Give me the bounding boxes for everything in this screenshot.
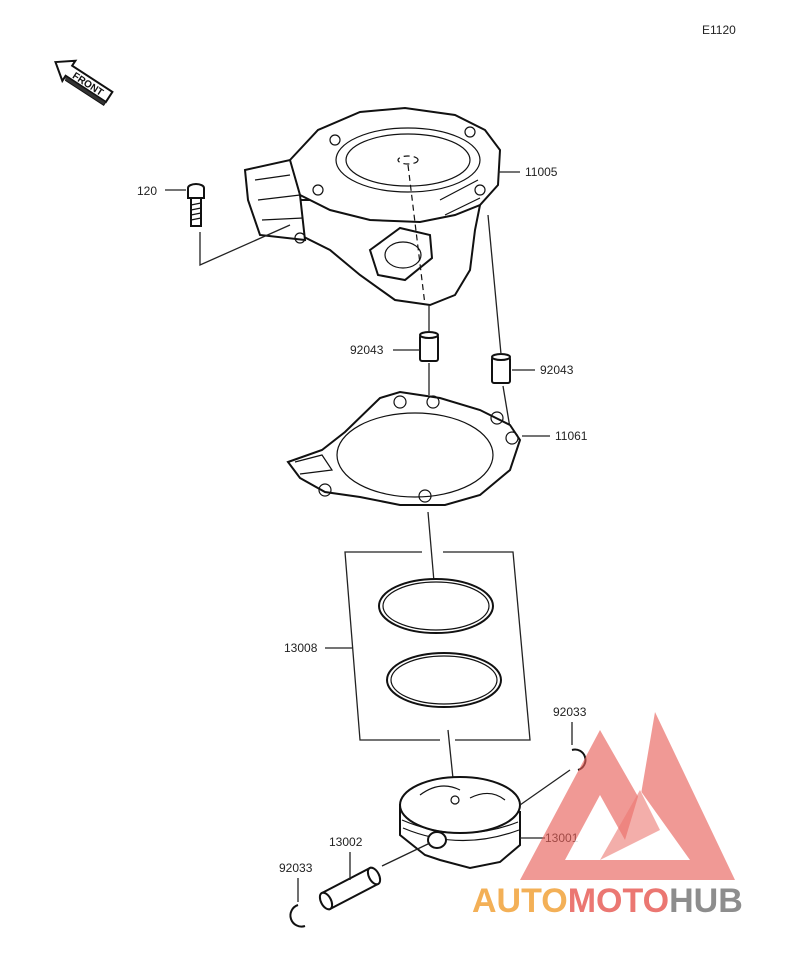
piston-part[interactable] [399, 776, 521, 870]
svg-text:AUTOMOTOHUB: AUTOMOTOHUB [472, 882, 743, 920]
label-piston-pin: 13002 [329, 835, 363, 849]
cylinder-part[interactable] [243, 106, 502, 307]
automotohub-logo: AUTOMOTOHUB [472, 712, 743, 920]
bolt-part[interactable] [187, 183, 205, 227]
label-cylinder: 11005 [525, 165, 558, 179]
label-bolt: 120 [137, 184, 157, 198]
label-dowel-left: 92043 [350, 343, 384, 357]
dowel-right-part[interactable] [491, 353, 511, 384]
label-circlip-top: 92033 [553, 705, 587, 719]
circlip-bottom-part[interactable] [289, 904, 306, 928]
label-circlip-bottom: 92033 [279, 861, 313, 875]
gasket-part[interactable] [286, 390, 522, 506]
label-ring-set: 13008 [284, 641, 318, 655]
label-gasket: 11061 [555, 429, 588, 443]
front-arrow-icon: FRONT [54, 59, 114, 106]
dowel-left-part[interactable] [419, 331, 439, 362]
piston-pin-part[interactable] [317, 866, 382, 912]
label-dowel-right: 92043 [540, 363, 574, 377]
piston-ring-bottom[interactable] [386, 652, 502, 708]
diagram-code: E1120 [702, 23, 736, 37]
piston-ring-top[interactable] [378, 578, 494, 634]
